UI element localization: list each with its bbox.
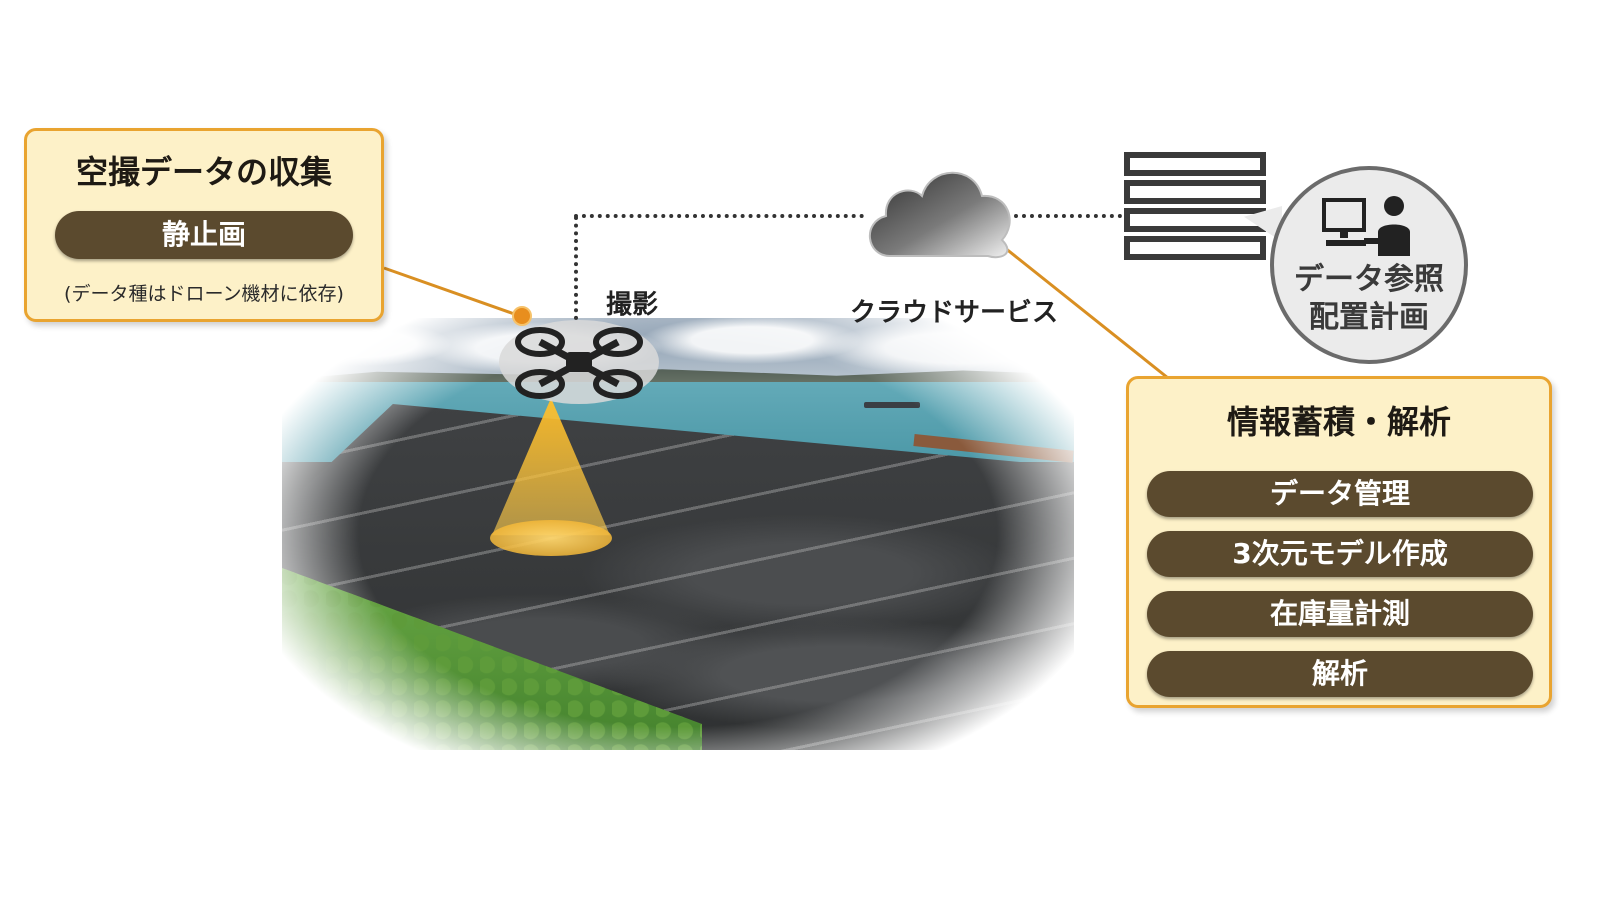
drone-icon xyxy=(499,320,659,404)
analysis-item-data-management: データ管理 xyxy=(1147,471,1533,517)
cloud-server-line xyxy=(1014,214,1122,218)
still-image-pill: 静止画 xyxy=(55,211,353,259)
workstation-user-icon xyxy=(1322,196,1410,256)
analysis-panel: 情報蓄積・解析 データ管理 3次元モデル作成 在庫量計測 解析 xyxy=(1126,376,1552,708)
analysis-panel-title: 情報蓄積・解析 xyxy=(1226,403,1451,441)
collection-note: (データ種はドローン機材に依存) xyxy=(64,283,344,305)
collection-panel-title: 空撮データの収集 xyxy=(75,153,332,191)
photo-ship xyxy=(864,402,920,408)
drone-uplink-line xyxy=(574,216,578,320)
shooting-label: 撮影 xyxy=(606,290,659,320)
user-bubble: データ参照 配置計画 xyxy=(1270,166,1468,364)
bubble-line-2: 配置計画 xyxy=(1309,300,1429,335)
cloud-icon xyxy=(869,171,1011,259)
cloud-service-label: クラウドサービス xyxy=(850,298,1059,328)
camera-beam-footprint xyxy=(490,520,612,556)
server-icon xyxy=(1124,152,1266,260)
analysis-item-analysis: 解析 xyxy=(1147,651,1533,697)
collection-panel: 空撮データの収集 静止画 (データ種はドローン機材に依存) xyxy=(24,128,384,322)
analysis-item-inventory: 在庫量計測 xyxy=(1147,591,1533,637)
aerial-photo xyxy=(282,318,1074,750)
analysis-item-3d-model: 3次元モデル作成 xyxy=(1147,531,1533,577)
bubble-line-1: データ参照 xyxy=(1294,262,1444,297)
drone-cloud-line xyxy=(574,214,864,218)
drone-callout-dot xyxy=(512,306,532,326)
photo-sky xyxy=(282,318,1074,380)
